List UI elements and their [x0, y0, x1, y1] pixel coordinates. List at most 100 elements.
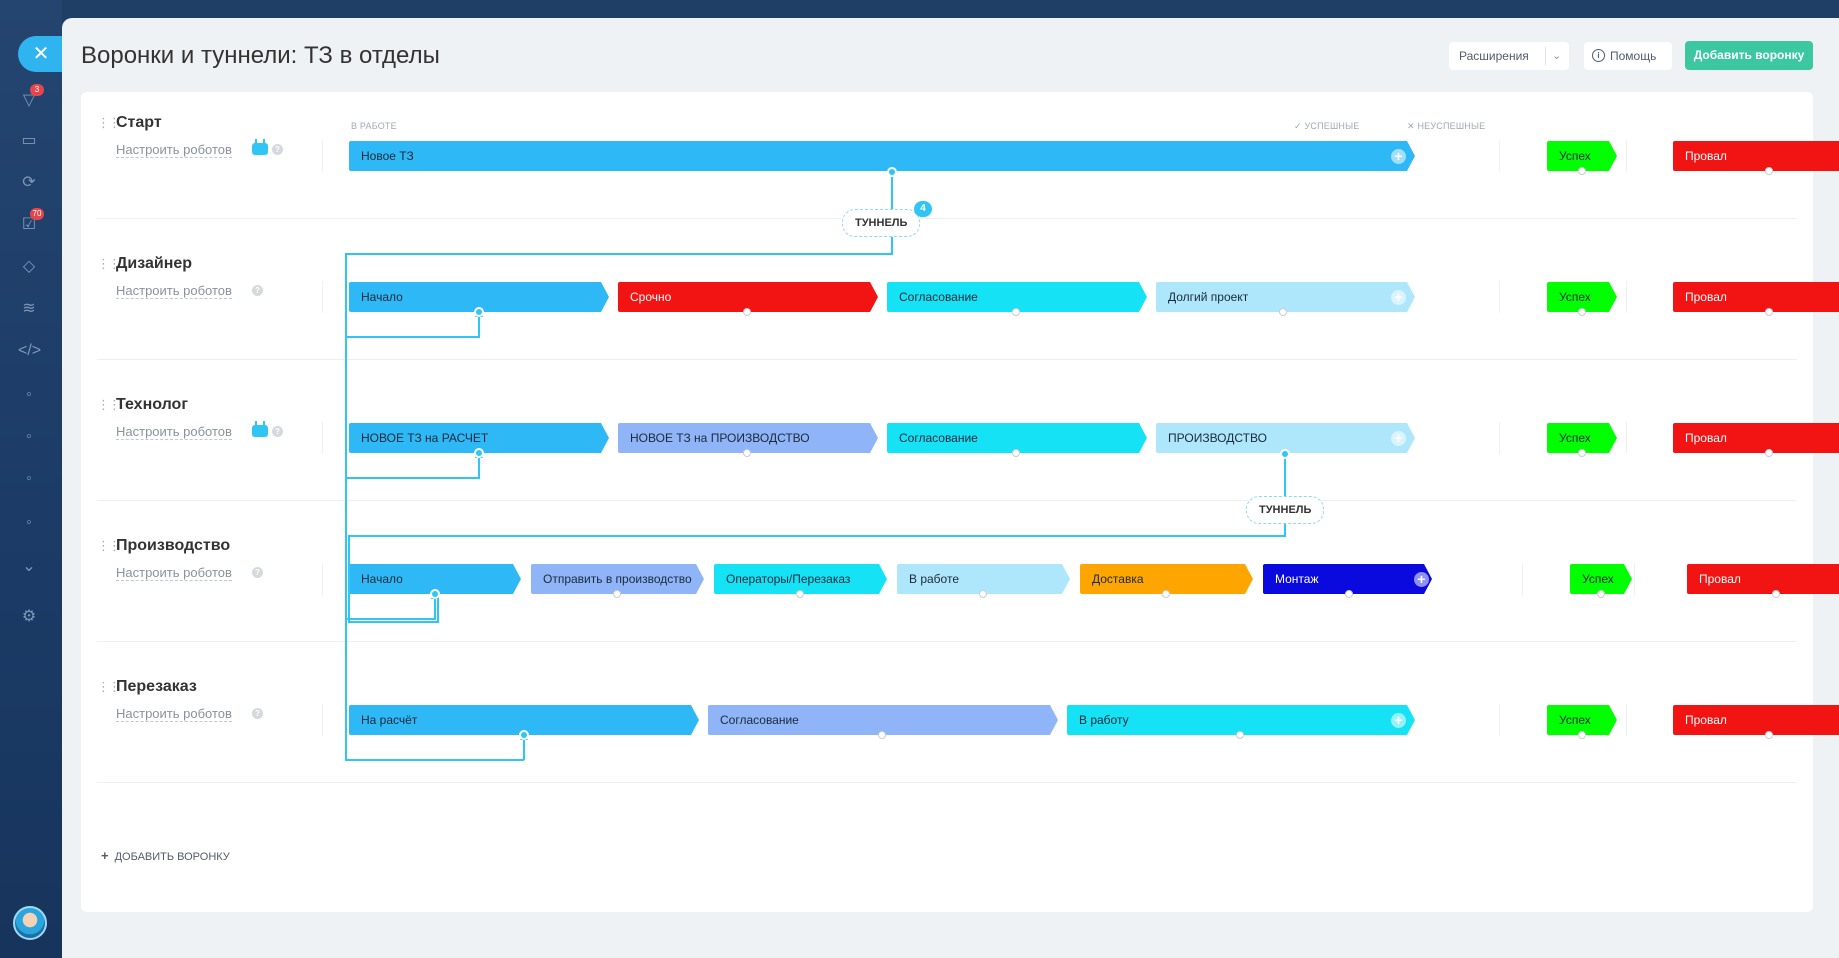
stage-success[interactable]: Успех: [1547, 423, 1617, 453]
tunnel-connector-dot[interactable]: [1578, 167, 1586, 175]
tunnel-connector-dot[interactable]: [1597, 590, 1605, 598]
configure-robots-link[interactable]: Настроить роботов: [116, 565, 232, 581]
stage-label: Начало: [361, 572, 403, 586]
tunnel-connector-dot[interactable]: [1236, 731, 1244, 739]
configure-robots-link[interactable]: Настроить роботов: [116, 706, 232, 722]
funnels-card: В РАБОТЕ ✓ УСПЕШНЫЕ ✕ НЕУСПЕШНЫЕ ⋮⋮ Стар…: [81, 92, 1813, 912]
help-hint-icon[interactable]: ?: [252, 708, 263, 719]
tunnel-connector-dot[interactable]: [613, 590, 621, 598]
tunnel-origin-dot[interactable]: [887, 167, 897, 177]
tunnel-target-dot[interactable]: [474, 448, 484, 458]
tunnel-connector-dot[interactable]: [743, 449, 751, 457]
robot-icon: [252, 421, 268, 437]
column-header-failure: ✕ НЕУСПЕШНЫЕ: [1407, 121, 1486, 131]
help-hint-icon[interactable]: ?: [252, 567, 263, 578]
user-nav-icon: ◦: [26, 470, 32, 487]
add-funnel-button[interactable]: Добавить воронку: [1685, 41, 1813, 70]
configure-robots-link[interactable]: Настроить роботов: [116, 424, 232, 440]
drag-handle-icon[interactable]: ⋮⋮: [97, 538, 121, 553]
tunnel-connector-dot[interactable]: [743, 308, 751, 316]
help-hint-icon[interactable]: ?: [252, 285, 263, 296]
help-hint-icon[interactable]: ?: [272, 144, 283, 155]
stage-success[interactable]: Успех: [1570, 564, 1632, 594]
tunnel-connector-dot[interactable]: [1765, 449, 1773, 457]
stage-failure[interactable]: Провал: [1673, 282, 1839, 312]
add-stage-icon[interactable]: +: [1391, 149, 1406, 164]
stage-success[interactable]: Успех: [1547, 705, 1617, 735]
stage-label: Долгий проект: [1168, 290, 1249, 304]
tunnel-connector-dot[interactable]: [1578, 731, 1586, 739]
extensions-button[interactable]: Расширения ⌄: [1449, 42, 1569, 70]
tunnel-connector-dot[interactable]: [1765, 167, 1773, 175]
stage-long-project[interactable]: Долгий проект: [1156, 282, 1415, 312]
drag-handle-icon[interactable]: ⋮⋮: [97, 115, 121, 130]
add-funnel-link[interactable]: +ДОБАВИТЬ ВОРОНКУ: [101, 848, 230, 863]
column-separator: [322, 704, 323, 736]
stage-label: Доставка: [1092, 572, 1144, 586]
tunnel-target-dot[interactable]: [474, 307, 484, 317]
info-icon: i: [1592, 49, 1605, 62]
column-separator: [1499, 281, 1500, 313]
tunnel-connector-dot[interactable]: [1012, 308, 1020, 316]
tunnel-connector-dot[interactable]: [796, 590, 804, 598]
stage-new-tz[interactable]: Новое ТЗ: [349, 141, 1415, 171]
stage-label: Монтаж: [1275, 572, 1319, 586]
tunnel-target-dot[interactable]: [430, 589, 440, 599]
funnels-slider: Воронки и туннели: ТЗ в отделы Расширени…: [62, 18, 1839, 958]
stage-approval[interactable]: Согласование: [887, 423, 1147, 453]
tunnel-label[interactable]: ТУННЕЛЬ: [1246, 496, 1325, 524]
add-stage-icon[interactable]: +: [1391, 713, 1406, 728]
tunnel-connector-dot[interactable]: [1765, 731, 1773, 739]
tunnel-connector-dot[interactable]: [1162, 590, 1170, 598]
tunnel-connector-dot[interactable]: [1279, 308, 1287, 316]
tunnel-path: [346, 595, 436, 620]
row-divider: [97, 500, 1797, 501]
stage-production[interactable]: ПРОИЗВОДСТВО: [1156, 423, 1415, 453]
add-stage-icon[interactable]: +: [1391, 431, 1406, 446]
tunnel-path: [345, 172, 893, 761]
help-button[interactable]: i Помощь: [1584, 42, 1672, 70]
tunnel-connector-dot[interactable]: [1772, 590, 1780, 598]
drag-handle-icon[interactable]: ⋮⋮: [97, 397, 121, 412]
add-stage-icon[interactable]: +: [1391, 290, 1406, 305]
tunnel-connector-dot[interactable]: [1345, 590, 1353, 598]
drag-handle-icon[interactable]: ⋮⋮: [97, 679, 121, 694]
stage-success[interactable]: Успех: [1547, 282, 1617, 312]
robot-icon: [252, 139, 268, 155]
stage-label: Провал: [1685, 431, 1727, 445]
tunnel-connector-dot[interactable]: [878, 731, 886, 739]
stage-installation[interactable]: Монтаж: [1263, 564, 1432, 594]
tasks-nav-icon: ☑: [21, 216, 37, 233]
close-slider-button[interactable]: ✕: [18, 36, 64, 72]
tunnel-connector-dot[interactable]: [1578, 308, 1586, 316]
drag-handle-icon[interactable]: ⋮⋮: [97, 256, 121, 271]
configure-robots-link[interactable]: Настроить роботов: [116, 142, 232, 158]
configure-robots-link[interactable]: Настроить роботов: [116, 283, 232, 299]
stage-label: ПРОИЗВОДСТВО: [1168, 431, 1267, 445]
tunnel-label[interactable]: ТУННЕЛЬ: [842, 209, 921, 237]
tunnel-origin-dot[interactable]: [1280, 449, 1290, 459]
tunnel-connector-dot[interactable]: [979, 590, 987, 598]
tunnel-connector-dot[interactable]: [1012, 449, 1020, 457]
stage-approval[interactable]: Согласование: [887, 282, 1147, 312]
column-separator: [1499, 140, 1500, 172]
add-stage-icon[interactable]: +: [1414, 572, 1429, 587]
tunnel-path: [346, 313, 480, 338]
stage-label: Операторы/Перезаказ: [726, 572, 851, 586]
stage-failure[interactable]: Провал: [1673, 423, 1839, 453]
gear-icon: ⚙: [21, 608, 37, 625]
stage-success[interactable]: Успех: [1547, 141, 1617, 171]
stage-label: Успех: [1559, 713, 1591, 727]
nav-badge: 3: [30, 84, 44, 96]
stage-label: Успех: [1559, 431, 1591, 445]
stage-failure[interactable]: Провал: [1673, 141, 1839, 171]
avatar[interactable]: [13, 906, 47, 940]
stage-to-work[interactable]: В работу: [1067, 705, 1415, 735]
stage-failure[interactable]: Провал: [1673, 705, 1839, 735]
tunnel-connector-dot[interactable]: [1578, 449, 1586, 457]
column-separator: [322, 281, 323, 313]
tunnel-connector-dot[interactable]: [1765, 308, 1773, 316]
stage-failure[interactable]: Провал: [1687, 564, 1839, 594]
tunnel-target-dot[interactable]: [519, 730, 529, 740]
help-hint-icon[interactable]: ?: [272, 426, 283, 437]
